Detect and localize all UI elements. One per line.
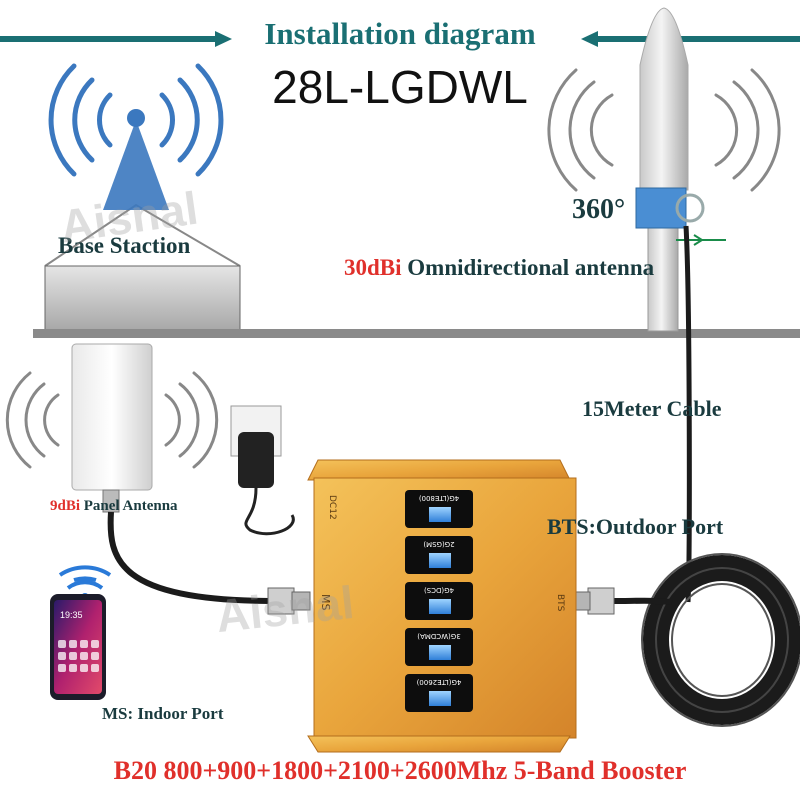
dimension-marker: [676, 235, 726, 245]
ms-port-label: MS: Indoor Port: [102, 705, 224, 722]
cable-coil: [642, 554, 800, 726]
omni-label-text: Omnidirectional antenna: [407, 255, 654, 280]
band-lcd: [429, 507, 451, 522]
band-name: 4G(DCS): [424, 586, 454, 594]
panel-antenna-body: [72, 344, 152, 490]
band-name: 3G(WCDMA): [417, 632, 461, 640]
panel-label-text: Panel Antenna: [84, 498, 178, 514]
band-lcd: [429, 645, 451, 660]
model-number: 28L-LGDWL: [0, 64, 800, 110]
band-name: 2G(GSM): [423, 540, 455, 548]
booster-port-bts: BTS: [555, 594, 565, 612]
omni-gain: 30dBi: [344, 255, 402, 280]
booster-top-flange: [308, 460, 570, 480]
band-screen: 4G(LTE800): [405, 490, 473, 528]
diagram-title: Installation diagram: [0, 18, 800, 49]
booster-bottom-flange: [308, 736, 570, 752]
band-screen: 3G(WCDMA): [405, 628, 473, 666]
power-cord: [246, 488, 293, 534]
band-lcd: [429, 691, 451, 706]
omni-antenna-label: 30dBi Omnidirectional antenna: [344, 256, 654, 279]
wall-divider: [33, 329, 800, 338]
panel-gain: 9dBi: [50, 498, 80, 514]
wifi-icon: [68, 578, 102, 588]
booster-top-label: DC12: [327, 495, 337, 520]
band-screens: 4G(LTE800) 2G(GSM) 4G(DCS) 3G(WCDMA) 4G(LTE2…: [405, 490, 473, 712]
band-lcd: [429, 553, 451, 568]
band-screen: 4G(DCS): [405, 582, 473, 620]
power-adapter: [231, 406, 293, 534]
smartphone: 19:35: [50, 567, 110, 700]
panel-antenna-label: 9dBi Panel Antenna: [50, 499, 178, 514]
cable-label: 15Meter Cable: [582, 398, 722, 420]
band-screen: 4G(LTE2600): [405, 674, 473, 712]
band-lcd: [429, 599, 451, 614]
band-booster-label: B20 800+900+1800+2100+2600Mhz 5-Band Boo…: [0, 758, 800, 784]
band-screen: 2G(GSM): [405, 536, 473, 574]
bts-port-label: BTS:Outdoor Port: [547, 516, 723, 538]
bts-connector: [572, 588, 614, 614]
omni-angle-label: 360°: [572, 196, 625, 224]
base-station-building: [45, 266, 240, 330]
band-name: 4G(LTE2600): [416, 678, 461, 686]
panel-antenna: [7, 344, 216, 512]
phone-time: 19:35: [60, 610, 83, 620]
power-adapter-body: [238, 432, 274, 488]
bts-cable: [610, 601, 672, 602]
omni-antenna: [549, 8, 779, 331]
band-name: 4G(LTE800): [419, 494, 460, 502]
tower-tip: [127, 109, 145, 127]
